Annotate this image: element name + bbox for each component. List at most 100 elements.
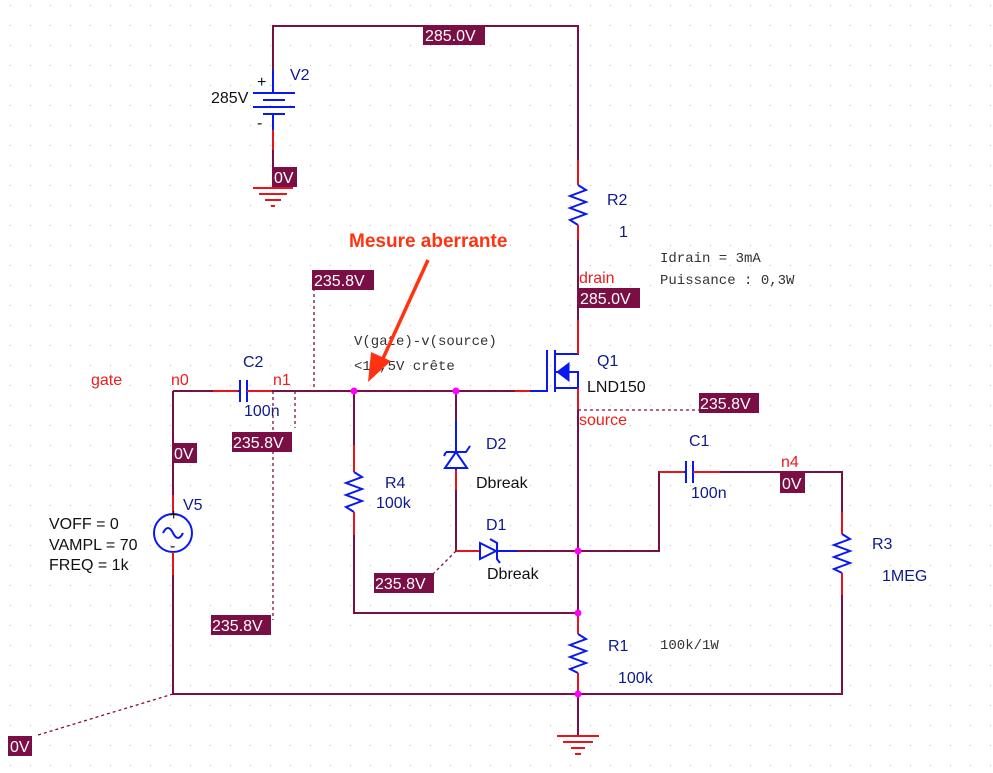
grid-dot	[690, 65, 691, 66]
wire-c1-r3[interactable]	[720, 471, 843, 520]
grid-dot	[330, 85, 331, 86]
grid-dot	[210, 405, 211, 406]
voltage-marker-n1-upper[interactable]: 235.8V	[312, 270, 374, 290]
grid-dot	[170, 265, 171, 266]
r3-resistor[interactable]: R3 1MEG	[831, 512, 927, 595]
grid-dot	[890, 25, 891, 26]
grid-dot	[590, 765, 591, 766]
grid-dot	[110, 585, 111, 586]
grid-dot	[510, 625, 511, 626]
grid-dot	[590, 105, 591, 106]
grid-dot	[210, 125, 211, 126]
grid-dot	[830, 145, 831, 146]
voltage-marker-v2-ground[interactable]: 0V	[272, 167, 297, 187]
grid-dot	[70, 405, 71, 406]
grid-dot	[950, 245, 951, 246]
grid-dot	[250, 585, 251, 586]
d1-value: Dbreak	[487, 566, 540, 583]
v2-source[interactable]: + - V2 285V	[211, 67, 310, 150]
grid-dot	[50, 85, 51, 86]
grid-dot	[730, 245, 731, 246]
grid-dot	[70, 665, 71, 666]
grid-dot	[790, 5, 791, 6]
grid-dot	[490, 605, 491, 606]
grid-dot	[170, 465, 171, 466]
grid-dot	[770, 585, 771, 586]
grid-dot	[990, 585, 991, 586]
grid-dot	[650, 165, 651, 166]
v5-sine-source[interactable]: + - V5 VOFF = 0 VAMPL = 70 FREQ = 1k	[49, 495, 203, 575]
grid-dot	[450, 265, 451, 266]
grid-dot	[890, 765, 891, 766]
grid-dot	[630, 485, 631, 486]
r1-resistor[interactable]: R1 100k	[567, 613, 654, 694]
grid-dot	[30, 5, 31, 6]
voltage-marker-bottom-ground[interactable]: 0V	[8, 736, 32, 756]
grid-dot	[330, 745, 331, 746]
grid-dot	[330, 5, 331, 6]
r4-resistor[interactable]: R4 100k	[343, 445, 412, 535]
voltage-marker-drain[interactable]: 285.0V	[578, 288, 640, 308]
grid-dot	[70, 725, 71, 726]
wire-d2-bottom[interactable]	[455, 475, 470, 552]
grid-dot	[790, 145, 791, 146]
grid-dot	[470, 705, 471, 706]
grid-dot	[710, 425, 711, 426]
grid-dot	[810, 425, 811, 426]
c2-capacitor[interactable]: C2 100n	[213, 354, 280, 420]
grid-dot	[650, 345, 651, 346]
r2-resistor[interactable]: R2 1	[567, 160, 628, 241]
c1-capacitor[interactable]: C1 100n	[659, 433, 727, 502]
grid-dot	[70, 185, 71, 186]
grid-dot	[170, 285, 171, 286]
grid-dot	[630, 585, 631, 586]
wire-top-rail[interactable]	[272, 25, 579, 160]
junction-dot	[574, 547, 582, 555]
grid-dot	[910, 685, 911, 686]
d2-zener-diode[interactable]: D2 Dbreak	[443, 420, 529, 492]
grid-dot	[570, 385, 571, 386]
wire-r3-bottom[interactable]	[578, 585, 843, 695]
voltage-marker-n4[interactable]: 0V	[780, 473, 805, 493]
grid-dot	[410, 185, 411, 186]
d1-diode[interactable]: D1 Dbreak	[456, 517, 540, 583]
grid-dot	[590, 65, 591, 66]
grid-dot	[370, 585, 371, 586]
grid-dot	[370, 185, 371, 186]
grid-dot	[750, 505, 751, 506]
grid-dot	[970, 465, 971, 466]
q1-mosfet[interactable]: Q1 LND150	[515, 320, 646, 410]
grid-dot	[510, 665, 511, 666]
grid-dot	[530, 625, 531, 626]
grid-dot	[990, 405, 991, 406]
grid-dot	[130, 605, 131, 606]
wire-r4-bottom[interactable]	[353, 525, 578, 614]
voltage-marker-n1-lower[interactable]: 235.8V	[232, 432, 292, 452]
grid-dot	[750, 445, 751, 446]
grid-dot	[710, 285, 711, 286]
grid-dot	[730, 385, 731, 386]
grid-dot	[570, 505, 571, 506]
voltage-marker-top-rail[interactable]: 285.0V	[423, 25, 485, 45]
grid-dot	[310, 265, 311, 266]
grid-dot	[690, 745, 691, 746]
grid-dot	[770, 465, 771, 466]
voltage-marker-source[interactable]: 235.8V	[699, 393, 759, 413]
grid-dot	[810, 125, 811, 126]
grid-dot	[950, 725, 951, 726]
grid-dot	[850, 445, 851, 446]
grid-dot	[430, 645, 431, 646]
voltage-marker-left-lower[interactable]: 235.8V	[211, 615, 271, 635]
grid-dot	[790, 625, 791, 626]
voltage-marker-diode-node[interactable]: 235.8V	[374, 573, 434, 593]
grid-dot	[710, 705, 711, 706]
voltage-marker-n0[interactable]: 0V	[172, 443, 197, 463]
wire-source-c1[interactable]	[578, 471, 670, 552]
grid-dot	[670, 285, 671, 286]
grid-dot	[430, 265, 431, 266]
grid-dot	[70, 125, 71, 126]
grid-dot	[490, 145, 491, 146]
grid-dot	[690, 105, 691, 106]
grid-dot	[550, 725, 551, 726]
